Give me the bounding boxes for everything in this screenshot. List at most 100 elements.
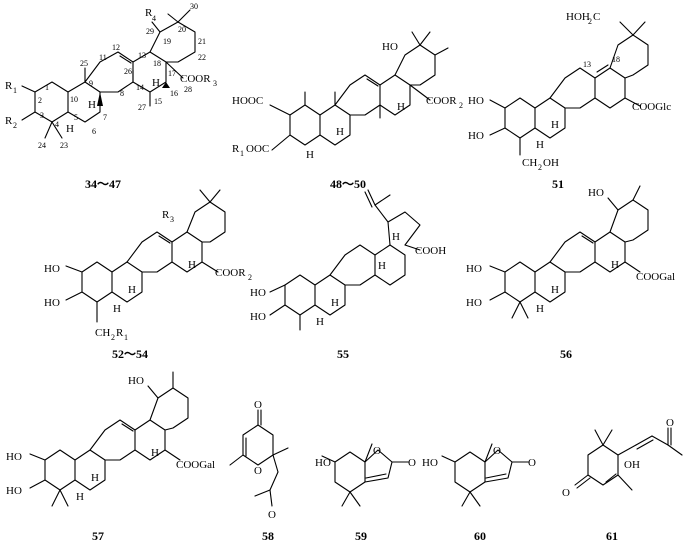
label-r2: R <box>5 115 13 127</box>
compound-48-50: HO HOOC COOR 2 R 1 OOC H H H 48～50 <box>232 31 463 191</box>
label-r4-sub: 4 <box>152 14 156 23</box>
label-hooc: HOOC <box>232 95 263 107</box>
label-ho: HO <box>382 41 398 53</box>
label-coogal: COOGal <box>636 271 675 283</box>
atom-18: 18 <box>612 55 620 64</box>
label-h5: H <box>536 303 544 315</box>
atom-8: 8 <box>120 89 124 98</box>
label-hoh2c: HOH <box>566 11 590 23</box>
atom-22: 22 <box>198 53 206 62</box>
atom-29: 29 <box>146 27 154 36</box>
caption-58: 58 <box>262 529 274 543</box>
atom-3: 3 <box>40 111 44 120</box>
label-h18: H <box>152 77 160 89</box>
atom-25: 25 <box>80 59 88 68</box>
label-r3-sub: 3 <box>170 215 174 224</box>
atom-13: 13 <box>583 60 591 69</box>
label-ho: HO <box>422 457 438 469</box>
label-r1: R <box>5 80 13 92</box>
label-r1: R <box>232 143 240 155</box>
label-o-ketone: O <box>562 487 570 499</box>
label-o-carbonyl: O <box>408 457 416 469</box>
atom-28: 28 <box>184 85 192 94</box>
atom-30: 30 <box>190 2 198 11</box>
label-ho-2: HO <box>466 263 482 275</box>
label-h9: H <box>88 99 96 111</box>
label-h9: H <box>551 119 559 131</box>
compound-58: O O O 58 <box>229 399 289 543</box>
label-ch2oh-sub: 2 <box>538 163 542 172</box>
caption-56: 56 <box>560 347 572 361</box>
compound-34-47: R 4 30 29 20 19 21 12 13 18 22 11 26 17 … <box>5 2 217 191</box>
label-h5: H <box>306 149 314 161</box>
caption-51: 51 <box>552 177 564 191</box>
caption-60: 60 <box>474 529 486 543</box>
compound-60: HO O O 60 <box>422 443 536 543</box>
label-oh: OH <box>624 459 640 471</box>
atom-13: 13 <box>138 51 146 60</box>
atom-24: 24 <box>38 141 46 150</box>
label-ho: HO <box>315 457 331 469</box>
label-ho-19: HO <box>588 187 604 199</box>
label-ch2r1-r-sub: 1 <box>124 333 128 342</box>
label-o-ring: O <box>254 465 262 477</box>
atom-4: 4 <box>55 120 59 129</box>
atom-17: 17 <box>168 69 176 78</box>
label-h18: H <box>151 447 159 459</box>
compound-61: O OH O 61 <box>562 417 683 543</box>
label-coor2-sub: 2 <box>248 273 252 282</box>
label-ho-2: HO <box>250 287 266 299</box>
compound-59: HO O O 59 <box>315 443 416 543</box>
atom-1: 1 <box>45 83 49 92</box>
label-o-ketone: O <box>254 399 262 411</box>
label-h9: H <box>91 472 99 484</box>
label-coor3-sub: 3 <box>213 79 217 88</box>
atom-18: 18 <box>153 59 161 68</box>
label-coor2-sub: 2 <box>459 101 463 110</box>
label-coor2: COOR <box>215 267 246 279</box>
compound-55: COOH HO HO H H H H 55 <box>250 189 446 361</box>
atom-26: 26 <box>124 67 132 76</box>
label-h18: H <box>611 259 619 271</box>
label-o-ring: O <box>493 445 501 457</box>
atom-14: 14 <box>136 83 144 92</box>
label-h9: H <box>331 297 339 309</box>
label-coor2: COOR <box>426 95 457 107</box>
atom-10: 10 <box>70 95 78 104</box>
label-h5: H <box>66 123 74 135</box>
label-h18: H <box>397 101 405 113</box>
label-ho-19: HO <box>128 375 144 387</box>
caption-52-54: 52～54 <box>112 347 148 361</box>
atom-11: 11 <box>99 53 107 62</box>
caption-59: 59 <box>355 529 367 543</box>
label-ch2oh: CH <box>522 157 537 169</box>
label-ho-3: HO <box>6 485 22 497</box>
label-h9: H <box>551 284 559 296</box>
label-r1-sub: 1 <box>13 86 17 95</box>
caption-55: 55 <box>337 347 349 361</box>
atom-7: 7 <box>103 113 107 122</box>
label-ch2r1-sub: 2 <box>111 333 115 342</box>
label-r3: R <box>162 209 170 221</box>
label-o-ring: O <box>373 445 381 457</box>
label-o-side: O <box>666 417 674 429</box>
label-o-carbonyl: O <box>528 457 536 469</box>
compound-56: HO COOGal H HO HO H H 56 <box>466 185 675 361</box>
compound-57: HO COOGal H HO HO H H 57 <box>6 371 215 543</box>
label-h9: H <box>128 284 136 296</box>
label-ho-3: HO <box>468 130 484 142</box>
label-cooglc: COOGlc <box>632 101 671 113</box>
compound-52-54: R 3 COOR 2 H HO HO H H CH 2 R 1 52～54 <box>44 189 252 361</box>
label-h9: H <box>336 126 344 138</box>
label-ch2r1: CH <box>95 327 110 339</box>
label-h5: H <box>76 491 84 503</box>
label-r1-sub: 1 <box>240 149 244 158</box>
atom-12: 12 <box>112 43 120 52</box>
atom-23: 23 <box>60 141 68 150</box>
atom-21: 21 <box>198 37 206 46</box>
label-ho-3: HO <box>466 297 482 309</box>
label-h5: H <box>113 303 121 315</box>
atom-2: 2 <box>38 96 42 105</box>
label-r4: R <box>145 7 153 19</box>
label-coor3: COOR <box>180 73 211 85</box>
